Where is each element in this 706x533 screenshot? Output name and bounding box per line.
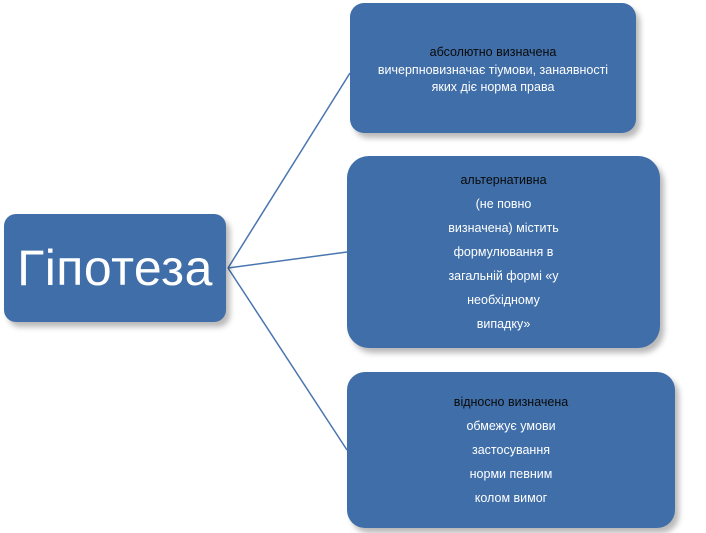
relative-hypothesis-node: відносно визначена обмежує умови застосу… <box>347 372 675 528</box>
alternative-desc-line: необхідному <box>467 293 540 307</box>
relative-desc-line: застосування <box>472 443 550 457</box>
absolute-title: абсолютно визначена <box>429 45 557 59</box>
alternative-title: альтернативна <box>460 173 547 187</box>
connector-alternative <box>227 251 348 269</box>
alternative-desc-line: (не повно <box>475 197 532 211</box>
connector-absolute <box>227 72 351 269</box>
alternative-desc-line: загальній формі «у <box>448 269 559 283</box>
hypothesis-label: Гіпотеза <box>17 240 213 296</box>
connector-relative <box>227 267 348 451</box>
absolute-desc-line: вичерпновизначає тіумови, занаявності <box>377 63 609 77</box>
hypothesis-node: Гіпотеза <box>4 214 226 322</box>
relative-desc-line: норми певним <box>469 467 553 481</box>
alternative-hypothesis-node: альтернативна (не повно визначена) місти… <box>347 156 660 348</box>
absolute-desc-line: яких діє норма права <box>431 80 555 94</box>
alternative-desc-line: формулювання в <box>453 245 554 259</box>
alternative-desc-line: визначена) містить <box>448 221 559 235</box>
relative-desc-line: обмежує умови <box>466 419 556 433</box>
absolute-hypothesis-node: абсолютно визначена вичерпновизначає тіу… <box>350 3 636 133</box>
relative-title: відносно визначена <box>453 395 569 409</box>
relative-desc-line: колом вимог <box>474 491 548 505</box>
alternative-desc-line: випадку» <box>476 317 531 331</box>
